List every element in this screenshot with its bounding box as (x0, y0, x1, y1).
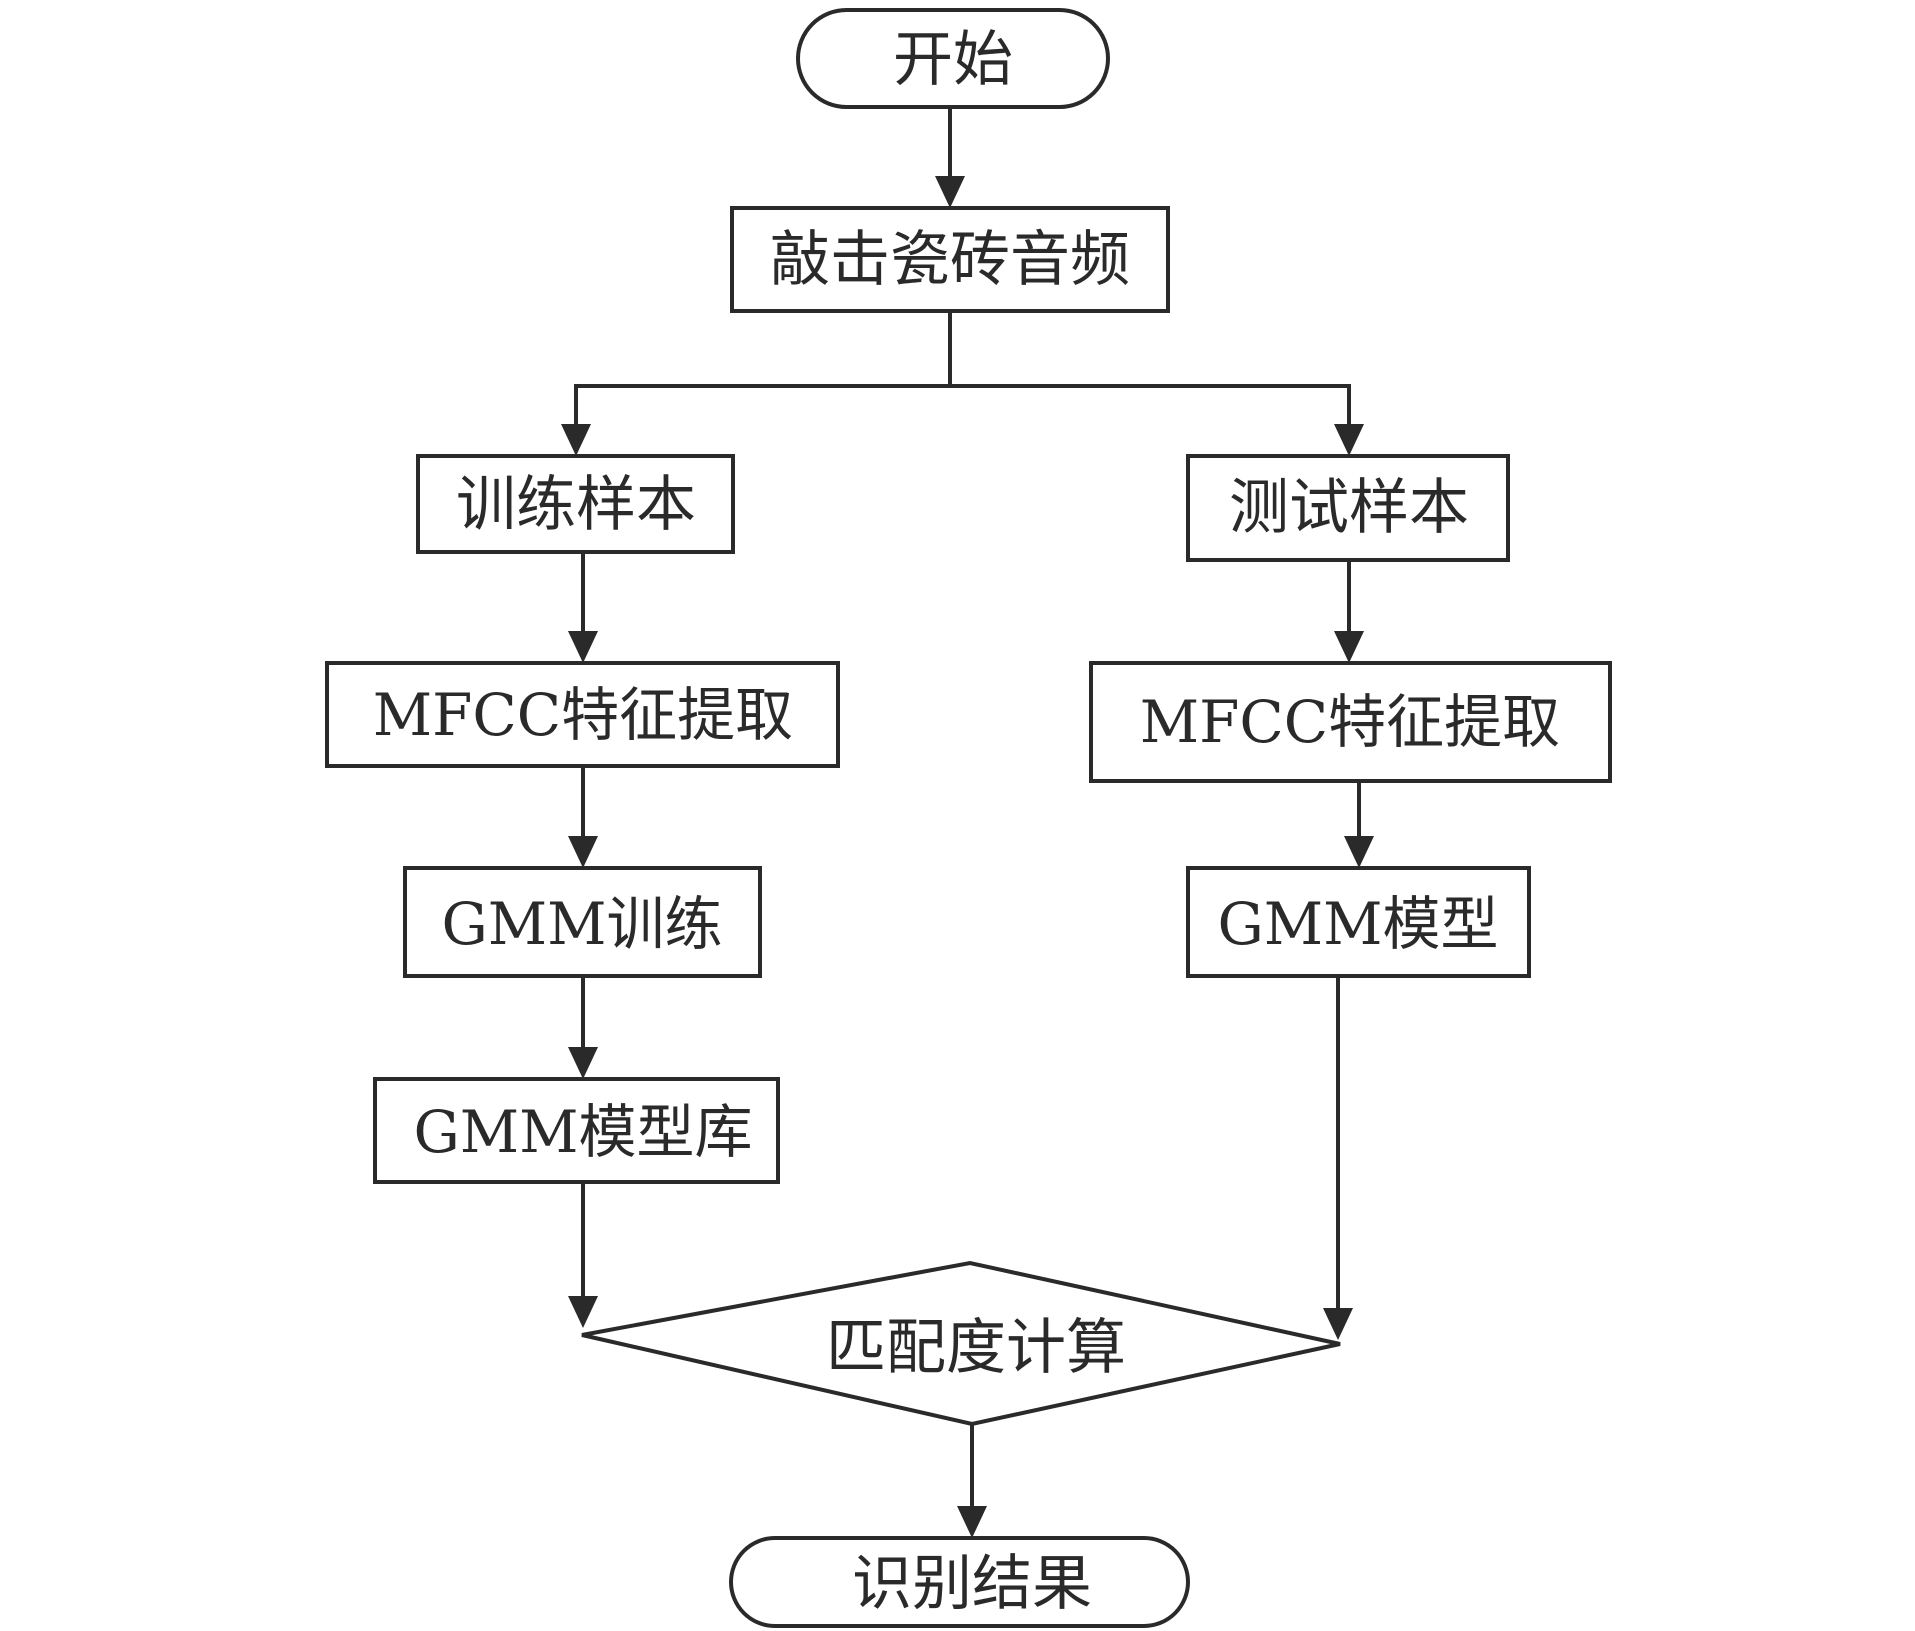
arrowhead-icon (935, 176, 965, 208)
node-start-label: 开始 (893, 25, 1013, 95)
node-audio: 敲击瓷砖音频 (730, 206, 1170, 313)
edge-split-branches (574, 384, 1351, 438)
process-shape (373, 1077, 780, 1184)
node-gmm-library-label: GMM模型库 (413, 1098, 752, 1166)
terminal-shape (729, 1536, 1190, 1628)
node-gmm-library: GMM模型库 (373, 1077, 780, 1184)
node-mfcc-test-label: MFCC特征提取 (1140, 688, 1560, 756)
node-gmm-train-label: GMM训练 (441, 890, 722, 958)
process-shape (730, 206, 1170, 313)
arrowhead-icon (568, 1296, 598, 1328)
process-shape (1186, 866, 1531, 978)
node-gmm-model-label: GMM模型 (1217, 890, 1498, 958)
node-match: 匹配度计算 (581, 1260, 1341, 1427)
node-train-samples: 训练样本 (416, 454, 735, 554)
node-mfcc-train: MFCC特征提取 (325, 661, 840, 768)
arrowhead-icon (957, 1506, 987, 1538)
arrowhead-icon (568, 836, 598, 868)
node-mfcc-train-label: MFCC特征提取 (373, 681, 793, 749)
process-shape (403, 866, 762, 978)
node-match-label: 匹配度计算 (826, 1313, 1126, 1383)
node-gmm-model: GMM模型 (1186, 866, 1531, 978)
process-shape (416, 454, 735, 554)
node-result: 识别结果 (729, 1536, 1190, 1628)
arrowhead-icon (1344, 836, 1374, 868)
arrowhead-icon (1334, 631, 1364, 663)
node-gmm-train: GMM训练 (403, 866, 762, 978)
process-shape (1089, 661, 1612, 783)
node-test-samples-label: 测试样本 (1229, 473, 1469, 543)
arrowhead-icon (561, 424, 591, 456)
edges (561, 107, 1374, 1538)
decision-shape (581, 1260, 1341, 1427)
process-shape (325, 661, 840, 768)
process-shape (1186, 454, 1510, 562)
node-test-samples: 测试样本 (1186, 454, 1510, 562)
node-start: 开始 (796, 8, 1110, 109)
node-mfcc-test: MFCC特征提取 (1089, 661, 1612, 783)
arrowhead-icon (1334, 424, 1364, 456)
terminal-shape (796, 8, 1110, 109)
node-train-samples-label: 训练样本 (456, 470, 696, 540)
arrowhead-icon (1323, 1308, 1353, 1340)
node-audio-label: 敲击瓷砖音频 (770, 225, 1130, 295)
arrowhead-icon (568, 631, 598, 663)
arrowhead-icon (568, 1047, 598, 1079)
node-result-label: 识别结果 (852, 1549, 1092, 1619)
